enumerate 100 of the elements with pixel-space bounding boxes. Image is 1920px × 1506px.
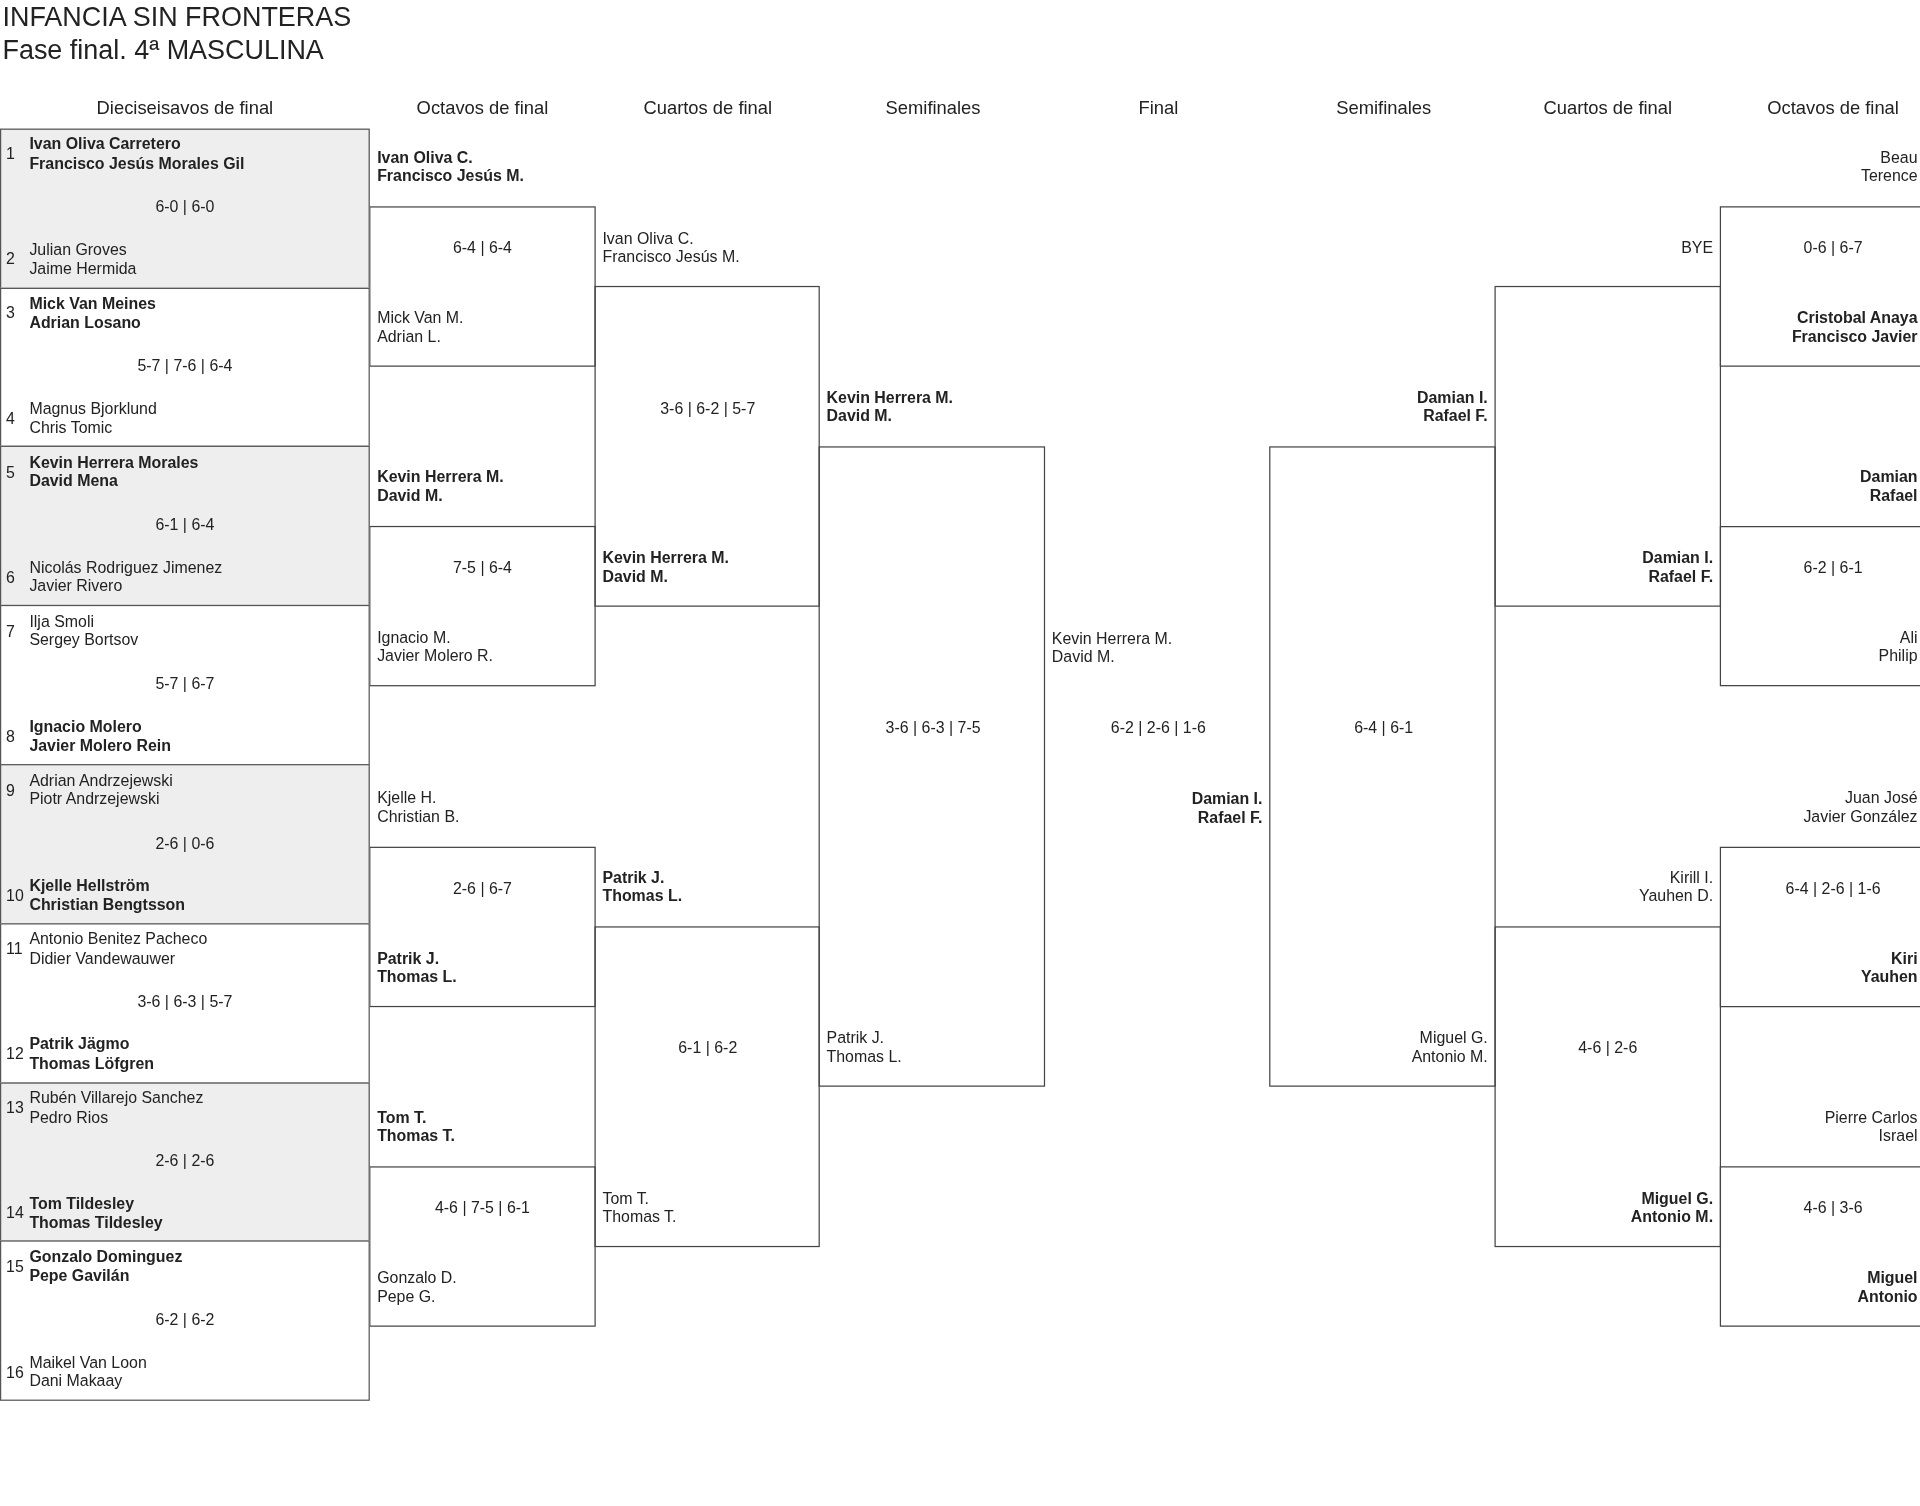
- player-name: Rafael: [1869, 486, 1918, 505]
- seed-number: 14: [6, 1203, 24, 1223]
- match-score: 3-6 | 6-2 | 5-7: [660, 398, 756, 417]
- seed-number: 7: [6, 621, 15, 641]
- round-header: Final: [1138, 96, 1179, 117]
- seed-number: 11: [6, 939, 23, 958]
- round-header: Cuartos de final: [1543, 96, 1673, 117]
- seed-number: 15: [6, 1257, 24, 1276]
- player-name: Patrik J.: [377, 948, 440, 967]
- match-score: 6-2 | 6-2: [155, 1310, 215, 1329]
- match-score: 6-0 | 6-0: [155, 197, 215, 216]
- player-name: Kevin Herrera M.: [602, 547, 729, 567]
- round-header: Octavos de final: [416, 96, 549, 117]
- player-name: Philip: [1878, 646, 1918, 665]
- player-name: Miguel: [1867, 1267, 1918, 1287]
- player-name: Yauhen: [1860, 967, 1918, 986]
- player-name: Thomas T.: [602, 1207, 677, 1226]
- player-name: David Mena: [29, 471, 118, 491]
- match-score: 3-6 | 6-3 | 7-5: [885, 718, 981, 737]
- match-score: 6-4 | 6-1: [1354, 718, 1414, 737]
- player-name: Christian B.: [377, 806, 460, 826]
- match-score: 4-6 | 3-6: [1803, 1198, 1863, 1217]
- player-name: Rafael F.: [1197, 808, 1263, 827]
- player-name: Dani Makaay: [29, 1371, 123, 1391]
- match-score: 6-2 | 2-6 | 1-6: [1110, 718, 1206, 737]
- player-name: Kiri: [1891, 948, 1918, 967]
- player-name: Pepe Gavilán: [29, 1266, 130, 1285]
- seed-number: 4: [6, 409, 15, 428]
- match-score: 3-6 | 6-3 | 5-7: [137, 992, 233, 1011]
- player-name: Gonzalo Dominguez: [29, 1247, 183, 1266]
- player-name: Rafael F.: [1648, 566, 1714, 586]
- player-name: Rafael F.: [1423, 406, 1488, 425]
- player-name: David M.: [602, 566, 668, 586]
- match-score: 6-1 | 6-4: [155, 515, 215, 534]
- player-name: Francisco Jesús M.: [377, 166, 524, 185]
- player-name: Cristobal Anaya: [1796, 307, 1918, 327]
- seed-number: 16: [6, 1362, 24, 1382]
- seed-number: 2: [6, 250, 15, 269]
- player-name: Antonio Benitez Pacheco: [29, 929, 208, 949]
- player-name: Damian I.: [1642, 547, 1714, 567]
- player-name: Kevin Herrera M.: [1051, 628, 1173, 648]
- player-name: Javier Rivero: [29, 577, 123, 596]
- player-name: Chris Tomic: [29, 418, 113, 437]
- player-name: Ivan Oliva C.: [602, 228, 694, 247]
- player-name: David M.: [826, 406, 892, 425]
- match-score: 6-4 | 6-4: [452, 238, 512, 257]
- match-score: 2-6 | 6-7: [452, 878, 512, 897]
- player-name: Ali: [1899, 627, 1918, 646]
- player-name: Terence: [1860, 166, 1918, 185]
- round-header: Dieciseisavos de final: [96, 96, 274, 117]
- player-name: Sergey Bortsov: [29, 630, 139, 650]
- player-name: Kevin Herrera M.: [377, 467, 504, 486]
- match-score: 0-6 | 6-7: [1803, 238, 1863, 257]
- match-score: 2-6 | 0-6: [155, 833, 215, 852]
- player-name: David M.: [1051, 647, 1115, 667]
- player-name: Antonio M.: [1630, 1207, 1714, 1226]
- player-name: Adrian L.: [377, 326, 441, 346]
- tournament-title: INFANCIA SIN FRONTERAS: [2, 2, 352, 32]
- player-name: Kevin Herrera Morales: [29, 452, 199, 472]
- seed-number: 9: [6, 780, 15, 799]
- player-name: Thomas Löfgren: [29, 1054, 155, 1073]
- player-name: Israel: [1878, 1126, 1918, 1145]
- player-name: Antonio: [1857, 1286, 1918, 1306]
- match-score: 4-6 | 2-6: [1578, 1037, 1638, 1057]
- player-name: Kjelle H.: [377, 787, 437, 807]
- player-name: Kirill I.: [1669, 867, 1714, 886]
- player-name: Francisco Jesús Morales Gil: [29, 154, 245, 173]
- seed-number: 3: [6, 303, 15, 323]
- player-name: Pepe G.: [377, 1286, 436, 1306]
- round-header: Cuartos de final: [643, 96, 773, 117]
- player-name: Beau: [1880, 147, 1918, 166]
- match-score: 7-5 | 6-4: [452, 557, 512, 577]
- player-name: Juan José: [1845, 787, 1918, 807]
- player-name: Rubén Villarejo Sanchez: [29, 1088, 204, 1108]
- match-score: 4-6 | 7-5 | 6-1: [434, 1198, 530, 1217]
- subtitle: Fase final. 4ª MASCULINA: [2, 35, 324, 65]
- player-name: Maikel Van Loon: [29, 1352, 147, 1372]
- player-name: David M.: [377, 486, 443, 505]
- player-name: Ignacio Molero: [29, 717, 142, 736]
- player-name: Thomas Tildesley: [29, 1212, 163, 1232]
- player-name: Tom T.: [602, 1188, 650, 1207]
- seed-number: 10: [6, 885, 24, 905]
- player-name: Adrian Losano: [29, 312, 141, 332]
- player-name: Javier Molero R.: [377, 646, 494, 665]
- player-name: Ivan Oliva C.: [377, 147, 473, 166]
- player-name: Ilja Smoli: [29, 611, 94, 631]
- player-name: Magnus Bjorklund: [29, 399, 157, 418]
- player-name: Francisco Jesús M.: [602, 247, 740, 266]
- player-name: Pierre Carlos: [1824, 1107, 1918, 1126]
- seed-number: 8: [6, 726, 15, 746]
- player-name: Gonzalo D.: [377, 1267, 457, 1287]
- match-score: 6-2 | 6-1: [1803, 557, 1863, 577]
- round-header: Octavos de final: [1767, 96, 1899, 117]
- seed-number: 13: [6, 1098, 24, 1117]
- match-score: 6-1 | 6-2: [678, 1037, 738, 1057]
- seed-number: 5: [6, 462, 15, 482]
- player-name: Jaime Hermida: [29, 259, 137, 278]
- player-name: Thomas L.: [826, 1046, 902, 1066]
- match-score: 5-7 | 6-7: [155, 674, 215, 693]
- player-name: Tom T.: [377, 1107, 427, 1126]
